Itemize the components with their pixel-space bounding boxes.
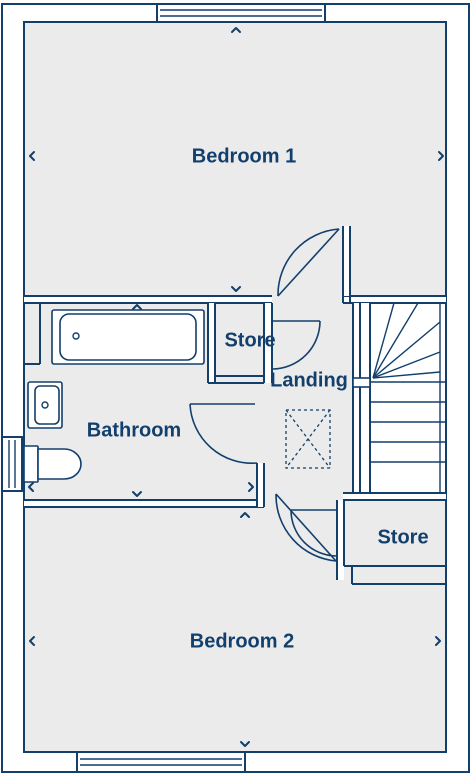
toilet	[23, 445, 82, 483]
bathroom-walls	[24, 303, 265, 508]
door-bedroom2[interactable]	[275, 493, 337, 562]
window-bathroom	[1, 436, 23, 492]
staircase	[352, 302, 447, 494]
room-label-landing: Landing	[270, 369, 348, 391]
room-label-bathroom: Bathroom	[87, 419, 181, 441]
loft-hatch	[285, 409, 331, 469]
door-bathroom[interactable]	[189, 403, 258, 464]
window-top	[156, 3, 326, 23]
door-bedroom1[interactable]	[277, 228, 340, 297]
room-label-store-lower: Store	[377, 526, 428, 548]
room-label-store-upper: Store	[224, 329, 275, 351]
bathtub	[51, 309, 205, 365]
door-store-lower[interactable]	[290, 509, 337, 557]
room-label-bedroom1: Bedroom 1	[192, 145, 296, 167]
dimension-markers	[28, 27, 444, 747]
window-bottom	[76, 751, 246, 773]
door-store-upper[interactable]	[271, 320, 321, 370]
room-label-bedroom2: Bedroom 2	[190, 630, 294, 652]
sink	[27, 381, 63, 429]
